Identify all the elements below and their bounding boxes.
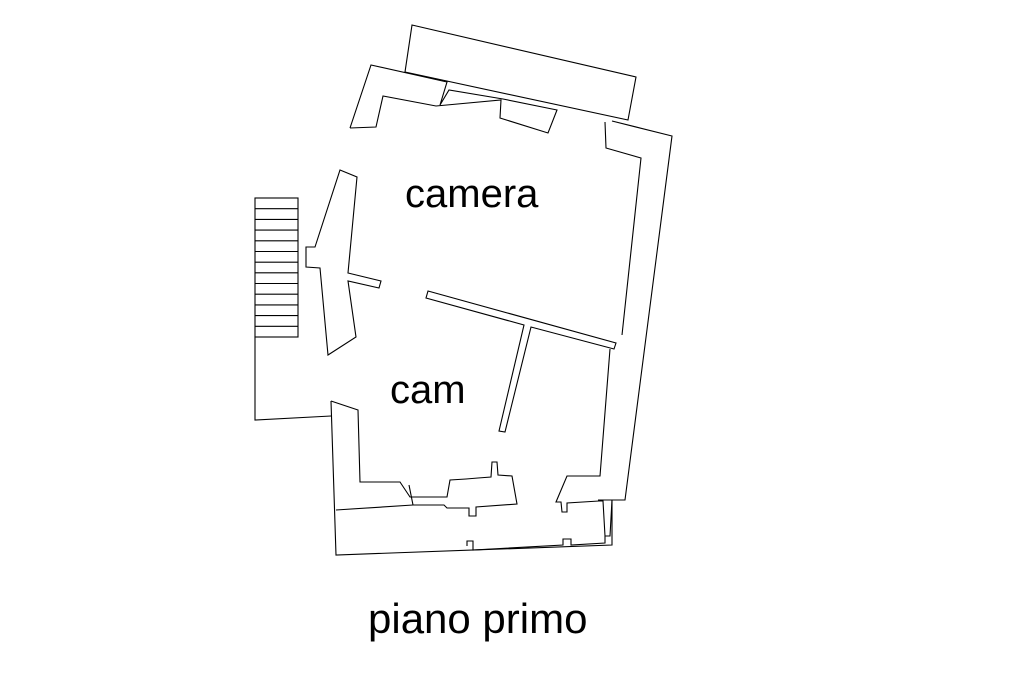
east-exterior-wall: [598, 120, 673, 501]
room-label-cam: cam: [390, 368, 466, 412]
north-east-wall-corner: [604, 121, 642, 336]
room-label-camera: camera: [405, 172, 539, 216]
top-balcony: [404, 24, 637, 121]
west-interior-wall: [305, 169, 382, 356]
cam-west-wall: [330, 400, 518, 517]
floor-title: piano primo: [368, 595, 588, 642]
west-annex: [254, 336, 332, 421]
staircase: [254, 197, 299, 338]
central-partition-wall: [425, 290, 617, 433]
cam-east-wall: [555, 348, 613, 537]
south-inner-line: [335, 504, 414, 511]
south-threshold: [466, 536, 606, 551]
north-wall-outline: [349, 64, 558, 134]
